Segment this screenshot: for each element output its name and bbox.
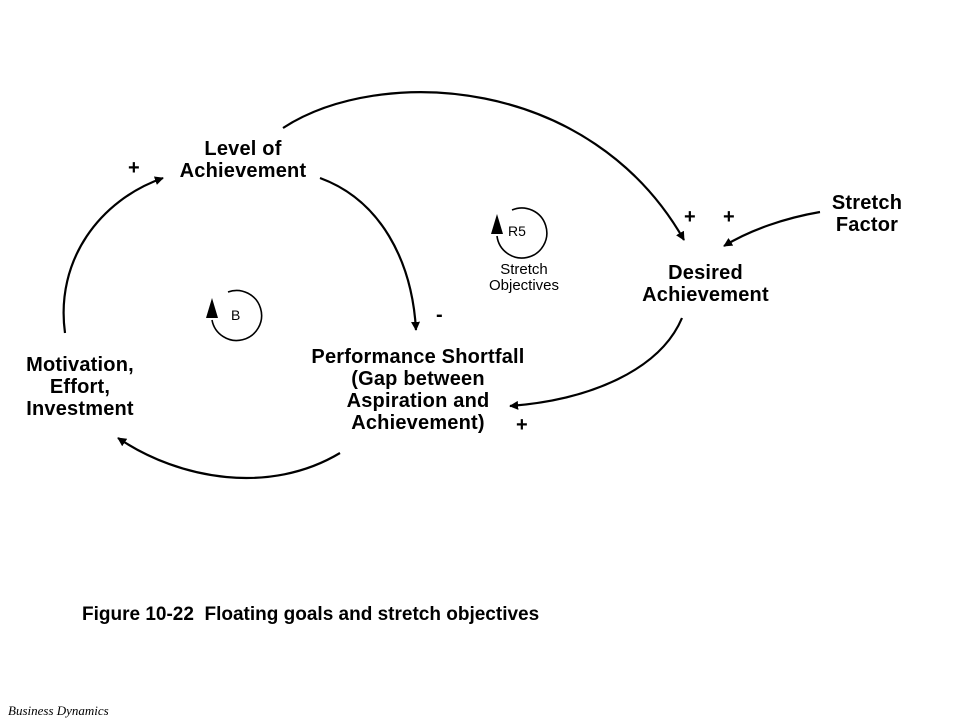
link-desired-to-shortfall (509, 317, 684, 410)
reinforcing-loop-label: R5 (508, 223, 526, 239)
link-shortfall-to-motivation (117, 437, 341, 480)
link-level-to-desired (282, 91, 685, 241)
polarity-motivation-to-level: + (128, 157, 140, 179)
node-motivation-effort-investment: Motivation, Effort, Investment (26, 354, 134, 420)
link-stretch-to-desired (723, 210, 821, 247)
balancing-loop-icon (211, 289, 263, 342)
figure-caption: Figure 10-22 Floating goals and stretch … (82, 604, 540, 625)
polarity-stretch-to-desired: + (723, 206, 735, 228)
footer-source: Business Dynamics (8, 703, 109, 718)
reinforcing-loop-arrowhead (491, 214, 503, 234)
link-level-to-shortfall (319, 176, 421, 331)
reinforcing-loop-icon (496, 207, 548, 259)
node-performance-shortfall: Performance Shortfall (Gap between Aspir… (311, 346, 525, 434)
node-stretch-factor: Stretch Factor (831, 192, 903, 236)
polarity-level-to-shortfall: - (436, 304, 443, 326)
node-level-of-achievement: Level of Achievement (179, 138, 307, 182)
polarity-level-to-desired: + (684, 206, 696, 228)
reinforcing-loop-name: Stretch Objectives (488, 261, 560, 294)
node-desired-achievement: Desired Achievement (642, 262, 769, 306)
balancing-loop-label: B (231, 307, 241, 323)
link-motivation-to-level (62, 176, 164, 334)
polarity-desired-to-shortfall: + (516, 414, 528, 436)
balancing-loop-arrowhead (206, 298, 218, 318)
